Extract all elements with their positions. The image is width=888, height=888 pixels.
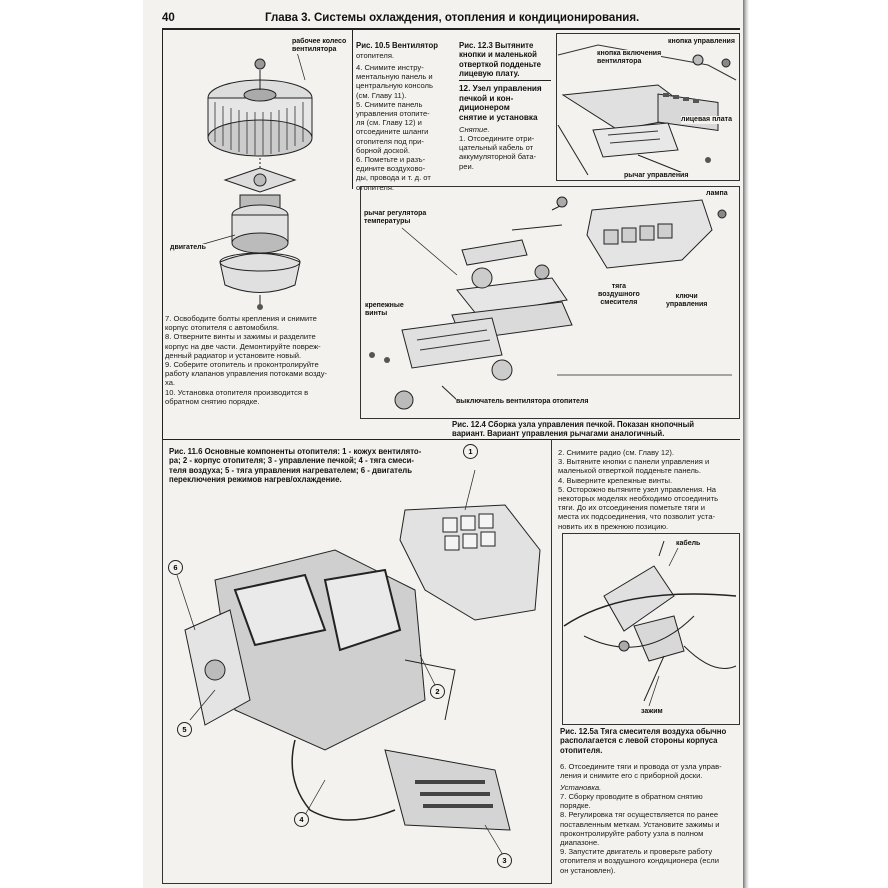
callout-5: 5: [177, 722, 192, 737]
fig-12-3-caption: Рис. 12.3 Вытяните кнопки и маленькой от…: [459, 41, 541, 78]
lamp-label: лампа: [706, 190, 728, 198]
cable-label: кабель: [676, 540, 701, 548]
control-unit-exploded-illustration: [369, 196, 732, 410]
page-number: 40: [162, 12, 175, 24]
dashboard-illustration: [557, 44, 737, 176]
header-rule: [162, 28, 740, 30]
removal-title: Снятие.: [459, 125, 490, 134]
fig-12-4-frame: [360, 186, 740, 419]
fig-12-3-frame: [556, 33, 740, 181]
install-title: Установка.: [560, 783, 602, 792]
callout-2: 2: [430, 684, 445, 699]
page-edge: [743, 0, 749, 888]
middle-rule: [162, 439, 740, 440]
fig-10-5-caption-text: отопителя.: [356, 51, 395, 60]
steps-7-9: 7. Сборку проводите в обратном снятию по…: [560, 792, 720, 875]
motor-label: двигатель: [170, 244, 206, 252]
step-6: 6. Отсоедините тяги и провода от узла уп…: [560, 762, 722, 781]
impeller-label: рабочее колесо вентилятора: [292, 38, 347, 54]
left-border: [162, 29, 163, 439]
mount-screws-label: крепежные винты: [365, 302, 404, 318]
callout-6: 6: [168, 560, 183, 575]
face-plate-label: лицевая плата: [681, 116, 732, 124]
callout-4: 4: [294, 812, 309, 827]
removal-step-1: 1. Отсоедините отри- цательный кабель от…: [459, 134, 537, 171]
blower-fan-illustration: [199, 44, 313, 310]
steps-2-5: 2. Снимите радио (см. Главу 12). 3. Вытя…: [558, 448, 719, 531]
fan-button-label: кнопка включения вентилятора: [597, 50, 662, 66]
heater-assembly-illustration: [176, 469, 541, 856]
fig-12-5a-frame: [562, 533, 740, 725]
control-keys-label: ключи управления: [666, 293, 708, 309]
chapter-title: Глава 3. Системы охлаждения, отопления и…: [265, 12, 640, 24]
fig-10-5-caption-number: Рис. 10.5 Вентилятор: [356, 41, 439, 50]
col-divider: [352, 29, 353, 189]
section-12-heading: 12. Узел управления печкой и кон- дицион…: [459, 84, 542, 122]
callout-1: 1: [463, 444, 478, 459]
fan-switch-label: выключатель вентилятора отопителя: [456, 398, 589, 406]
steps-7-10: 7. Освободите болты крепления и снимите …: [165, 314, 328, 406]
mixer-rod-illustration: [563, 540, 737, 707]
section-rule: [459, 80, 551, 81]
steps-4-6: 4. Снимите инстру- ментальную панель и ц…: [356, 63, 433, 192]
callout-3: 3: [497, 853, 512, 868]
clamp-label: зажим: [641, 708, 663, 716]
fig-11-6-caption: Рис. 11.6 Основные компоненты отопителя:…: [169, 447, 422, 484]
control-lever-label: рычаг управления: [624, 172, 689, 180]
fig-11-6-frame: [162, 439, 552, 884]
control-knob-label: кнопка управления: [668, 38, 735, 46]
fig-12-4-caption: Рис. 12.4 Сборка узла управления печкой.…: [452, 420, 695, 439]
fig-12-5a-caption: Рис. 12.5а Тяга смесителя воздуха обычно…: [560, 727, 727, 755]
temp-lever-label: рычаг регулятора температуры: [364, 210, 427, 226]
mixer-rod-label: тяга воздушного смесителя: [598, 283, 640, 307]
